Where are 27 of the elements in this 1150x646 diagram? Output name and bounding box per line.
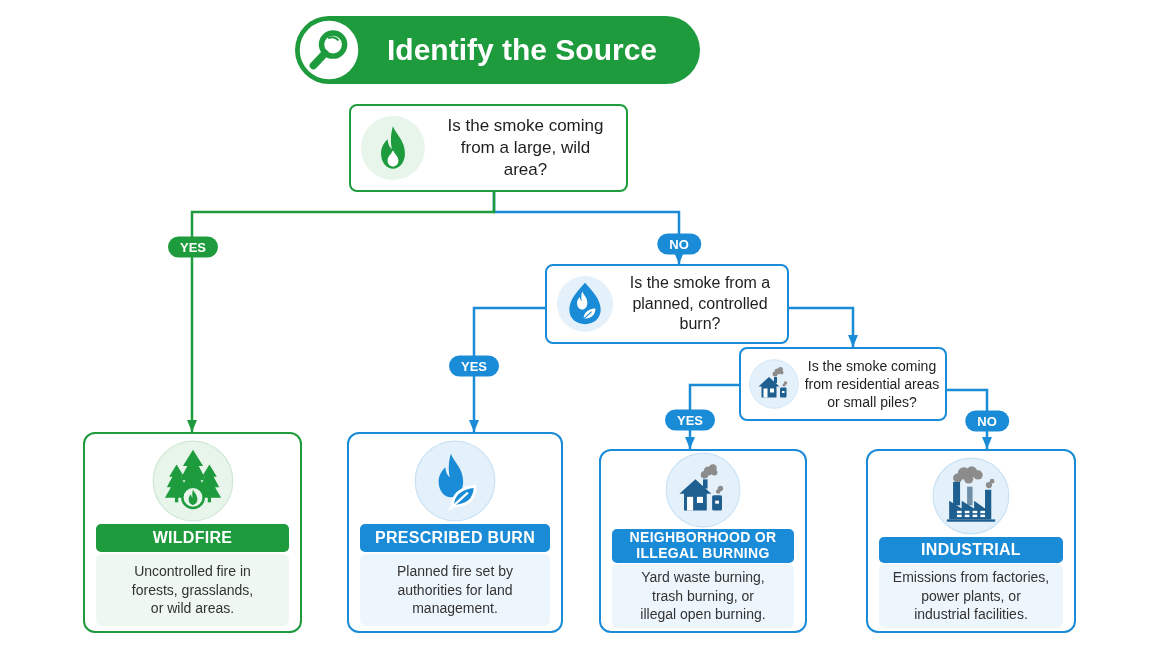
edge-label: NO xyxy=(965,410,1009,432)
description-text: Emissions from factories, power plants, or industrial facilities. xyxy=(879,564,1063,628)
flow-arrow xyxy=(789,306,858,347)
category-banner: NEIGHBORHOOD OR ILLEGAL BURNING xyxy=(612,529,794,563)
description-text: Uncontrolled fire in forests, grasslands, or wild areas. xyxy=(96,554,289,626)
question-box xyxy=(739,347,947,421)
result-card xyxy=(599,449,807,633)
category-banner: WILDFIRE xyxy=(96,524,289,552)
flow-arrow xyxy=(469,306,545,432)
category-banner: PRESCRIBED BURN xyxy=(360,524,550,552)
question-text: Is the smoke coming from residential areas or small piles? xyxy=(803,356,941,412)
question-text: Is the smoke from a planned, controlled burn? xyxy=(628,272,772,335)
edge-label: YES xyxy=(168,236,218,258)
result-card xyxy=(83,432,302,633)
category-banner: INDUSTRIAL xyxy=(879,537,1063,563)
result-card xyxy=(347,432,563,633)
question-box xyxy=(349,104,628,192)
flow-arrow xyxy=(187,192,496,432)
edge-label: YES xyxy=(449,355,499,377)
edge-label: NO xyxy=(657,233,701,255)
description-text: Yard waste burning, trash burning, or illegal open burning. xyxy=(612,564,794,628)
description-text: Planned fire set by authorities for land management. xyxy=(360,554,550,626)
result-card xyxy=(866,449,1076,633)
question-text: Is the smoke coming from a large, wild area? xyxy=(447,114,604,182)
edge-label: YES xyxy=(665,409,715,431)
title-text: Identify the Source xyxy=(387,33,658,67)
question-box xyxy=(545,264,789,344)
